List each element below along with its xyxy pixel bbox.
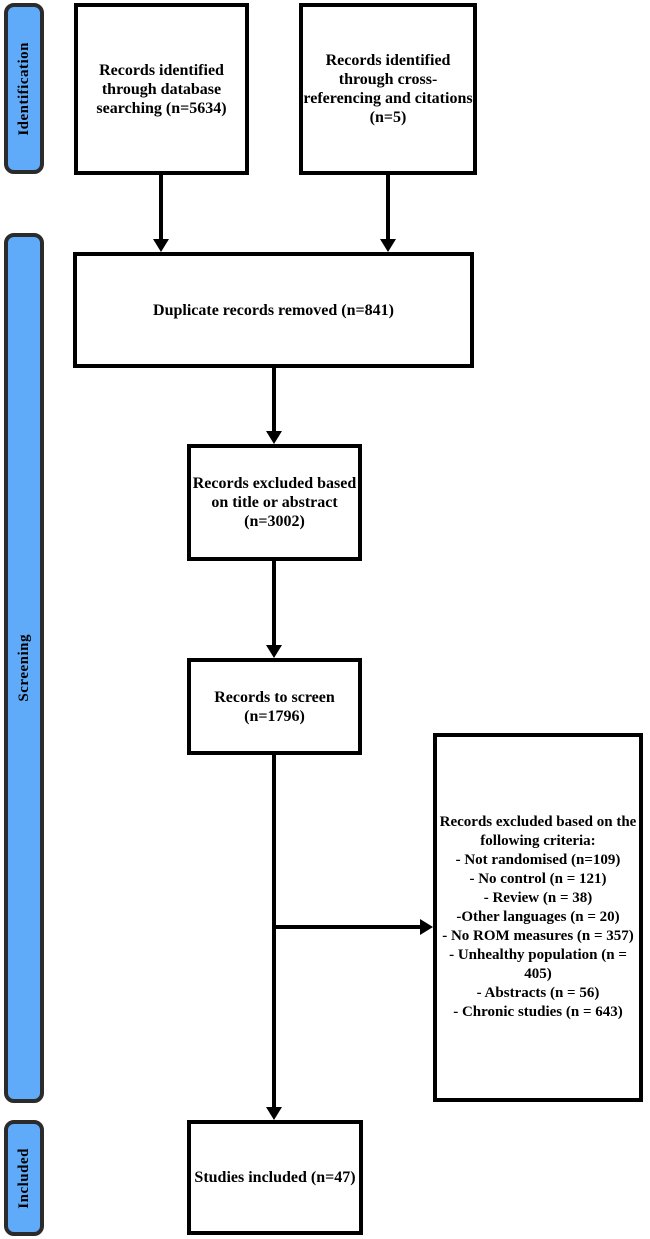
arrow-head-right-icon [420,919,433,935]
arrow-crossref-to-duplicates [380,175,396,252]
arrow-head-down-icon [153,239,169,252]
box-text-line: Studies included (n=47) [194,1169,356,1186]
box-excluded-title-abstract: Records excluded based on title or abstr… [187,444,362,561]
stage-label-included: Included [15,1147,32,1209]
arrow-head-down-icon [266,431,282,444]
box-text-line: searching (n=5634) [96,99,227,117]
box-text-line: Records excluded based [192,475,357,492]
arrow-head-down-icon [266,645,282,658]
arrow-shaft [274,925,421,929]
box-records-to-screen: Records to screen (n=1796) [187,658,362,755]
box-text-line: - Unhealthy population (n = [449,947,627,963]
arrow-head-down-icon [380,239,396,252]
box-text-line: - No control (n = 121) [469,871,607,887]
box-text-line: (n=5) [369,109,407,126]
arrow-shaft [159,175,163,240]
box-text-line: - Chronic studies (n = 643) [453,1004,623,1020]
box-text-line: - Abstracts (n = 56) [476,985,600,1001]
arrow-excluded-to-screen [266,561,282,658]
box-text-line: 405) [524,966,552,982]
arrow-head-down-icon [266,1107,282,1120]
arrow-screen-to-included [266,755,282,1120]
box-text-line: -Other languages (n = 20) [456,909,620,925]
arrow-shaft [272,561,276,646]
box-text-line: (n=1796) [244,707,305,725]
box-text-line: Records identified [99,61,224,79]
arrow-duplicates-to-excluded [266,368,282,444]
box-text-line: - Review (n = 38) [483,890,593,906]
box-text-line: Records to screen [214,688,335,706]
box-text-line: following criteria: [480,833,596,849]
arrow-screen-to-criteria [274,919,433,935]
arrow-shaft [386,175,390,240]
arrow-shaft [272,755,276,1108]
box-text-line: on title or abstract [211,494,338,511]
stage-bar-included: Included [4,1120,44,1236]
stage-bar-screening: Screening [4,233,44,1103]
stage-label-screening: Screening [15,634,32,702]
stage-label-identification: Identification [15,41,32,136]
box-text-line: - Not randomised (n=109) [455,852,621,868]
box-text-line: Records identified [325,52,451,69]
box-records-database: Records identified through database sear… [74,3,249,175]
stage-bar-identification: Identification [4,3,44,174]
box-text-line: through cross- [338,71,438,88]
arrow-shaft [272,368,276,432]
box-text-line: Duplicate records removed (n=841) [153,301,394,319]
box-records-crossref: Records identified through cross- refere… [299,3,477,175]
box-text-line: - No ROM measures (n = 357) [442,928,634,944]
box-excluded-criteria: Records excluded based on the following … [433,733,643,1102]
box-duplicates-removed: Duplicate records removed (n=841) [73,252,474,368]
box-studies-included: Studies included (n=47) [187,1120,363,1235]
box-text-line: referencing and citations [303,90,473,107]
box-text-line: through database [101,80,222,98]
box-text-line: Records excluded based on the [439,814,637,830]
box-text-line: (n=3002) [244,513,305,530]
arrow-database-to-duplicates [153,175,169,252]
